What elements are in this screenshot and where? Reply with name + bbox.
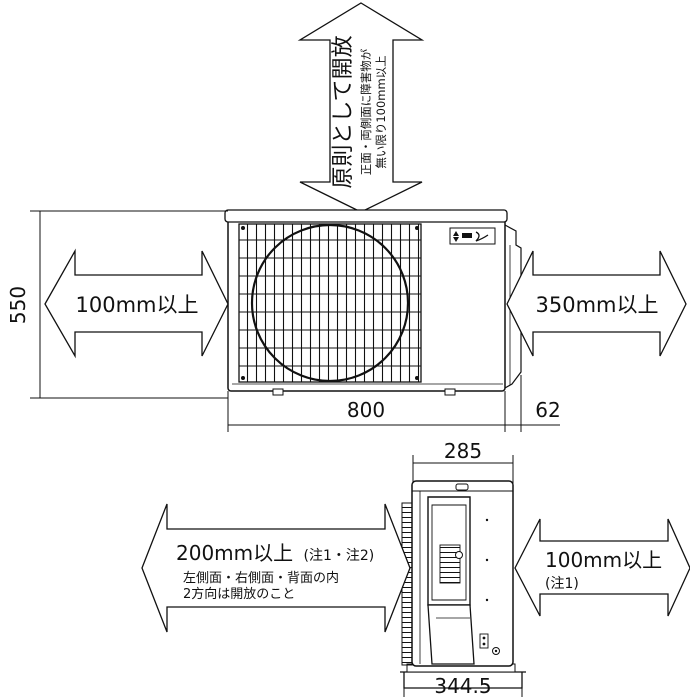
front-left-clearance-arrow (44, 248, 229, 359)
fan-ring (250, 223, 410, 383)
depth-dimension (412, 455, 514, 484)
side-left-clearance-arrow (141, 503, 411, 633)
base-dimension-label: 344.5 (434, 674, 491, 697)
brand-badge (449, 227, 496, 245)
depth-dimension-label: 285 (444, 439, 482, 463)
svg-text:200mm以上 (注1・注2): 200mm以上 (注1・注2) (176, 541, 374, 565)
side-left-sub-line2: 2方向は開放のこと (183, 586, 295, 602)
side-right-clearance-label: 100mm以上 (545, 548, 662, 572)
side-left-sub-line1: 左側面・右側面・背面の内 (183, 570, 339, 586)
outdoor-unit-side (400, 480, 526, 689)
side-left-clearance-note: (注1・注2) (304, 548, 375, 564)
width-dimension-label: 800 (347, 398, 385, 422)
width-dimension (227, 375, 560, 432)
front-right-clearance-arrow (506, 250, 687, 357)
side-right-clearance-arrow (514, 518, 690, 617)
front-left-clearance-label: 100mm以上 (76, 293, 199, 317)
top-clearance-sub-line1: 正面・両側面に障害物が (359, 48, 373, 175)
top-clearance-main-label: 原則として開放 (331, 35, 356, 188)
side-right-clearance-note: (注1) (545, 576, 579, 592)
front-right-clearance-label: 350mm以上 (536, 293, 659, 317)
height-dimension-label: 550 (6, 286, 30, 324)
fan-grille (238, 223, 422, 383)
height-dimension (30, 210, 228, 399)
outdoor-unit-front (224, 209, 522, 396)
side-left-clearance-label: 200mm以上 (176, 541, 293, 565)
top-clearance-sub-line2: 無い限り100mm以上 (374, 55, 388, 168)
protrusion-dimension-label: 62 (535, 398, 560, 422)
base-dimension (403, 688, 523, 697)
